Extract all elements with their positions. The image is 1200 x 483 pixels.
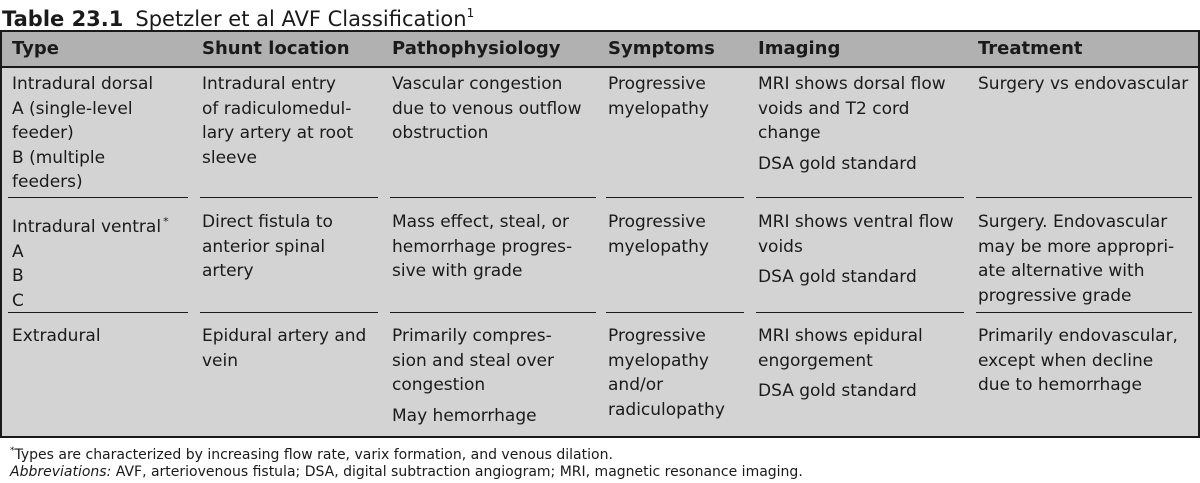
footnote: *Types are characterized by increasing f… xyxy=(10,441,613,465)
row-divider xyxy=(976,312,1192,313)
table-title: Table 23.1 Spetzler et al AVF Classificat… xyxy=(2,0,475,31)
classification-table: Type Shunt location Pathophysiology Symp… xyxy=(0,30,1200,438)
row-divider xyxy=(976,197,1192,198)
cell-shunt-location: Intradural entry of radiculomedul- lary … xyxy=(202,74,354,168)
row-divider xyxy=(8,197,188,198)
cell-symptoms: Progressive myelopathy xyxy=(608,212,709,257)
row-divider xyxy=(756,312,964,313)
footnote-text: Types are characterized by increasing fl… xyxy=(14,447,613,463)
abbreviations-label: Abbreviations: xyxy=(10,464,112,480)
header-treatment: Treatment xyxy=(978,38,1083,59)
cell-treatment: Surgery vs endovascular xyxy=(978,74,1189,94)
header-type: Type xyxy=(12,38,59,59)
table-title-text: Spetzler et al AVF Classification xyxy=(135,7,467,31)
table-header: Type Shunt location Pathophysiology Symp… xyxy=(2,32,1198,68)
cell-imaging: MRI shows epidural engorgement DSA gold … xyxy=(758,326,923,401)
cell-type: Intradural dorsal A (single-level feeder… xyxy=(12,74,154,192)
cell-shunt-location: Direct fistula to anterior spinal artery xyxy=(202,212,333,281)
cell-treatment: Surgery. Endovascular may be more approp… xyxy=(978,212,1175,306)
cell-pathophysiology: Vascular congestion due to venous outflo… xyxy=(392,74,582,143)
row-divider xyxy=(200,197,378,198)
header-imaging: Imaging xyxy=(758,38,841,59)
footnote-mark: * xyxy=(163,215,169,228)
cell-symptoms: Progressive myelopathy xyxy=(608,74,709,119)
cell-type: Intradural ventral* A B C xyxy=(12,215,169,311)
row-divider xyxy=(606,312,744,313)
title-reference: 1 xyxy=(466,6,475,20)
row-divider xyxy=(8,312,188,313)
header-pathophysiology: Pathophysiology xyxy=(392,38,561,59)
abbreviations: Abbreviations: AVF, arteriovenous fistul… xyxy=(10,462,803,482)
row-divider xyxy=(390,312,596,313)
footnote-mark: * xyxy=(10,446,15,456)
cell-imaging: MRI shows ventral flow voids DSA gold st… xyxy=(758,212,954,287)
row-divider xyxy=(390,197,596,198)
cell-imaging: MRI shows dorsal flow voids and T2 cord … xyxy=(758,74,946,174)
cell-pathophysiology: Primarily compres- sion and steal over c… xyxy=(392,326,554,426)
header-symptoms: Symptoms xyxy=(608,38,715,59)
row-divider xyxy=(756,197,964,198)
table-number: Table 23.1 xyxy=(2,7,124,31)
cell-treatment: Primarily endovascular, except when decl… xyxy=(978,326,1178,395)
abbreviations-text: AVF, arteriovenous fistula; DSA, digital… xyxy=(111,464,803,480)
row-divider xyxy=(606,197,744,198)
header-shunt-location: Shunt location xyxy=(202,38,350,59)
cell-type: Extradural xyxy=(12,326,101,346)
cell-pathophysiology: Mass effect, steal, or hemorrhage progre… xyxy=(392,212,573,281)
cell-shunt-location: Epidural artery and vein xyxy=(202,326,367,371)
cell-symptoms: Progressive myelopathy and/or radiculopa… xyxy=(608,326,725,420)
row-divider xyxy=(200,312,378,313)
